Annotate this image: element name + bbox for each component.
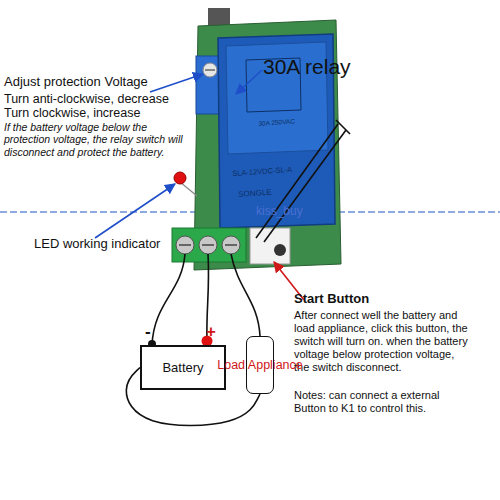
leader-arrow [95,184,175,238]
polarity-sign: - [145,322,165,342]
wire [152,254,185,345]
terminal-block [172,228,246,262]
leader-arrow [236,70,262,94]
polarity-sign: + [206,322,226,342]
body-note: If the battery voltage below the protect… [4,121,184,158]
load-box: Load Appliance [246,336,274,394]
node-label: Load Appliance [217,358,303,372]
body-note: Notes: can connect a external Button to … [294,389,470,415]
watermark-line [318,211,500,213]
instruction-note: Turn anti-clockwise, decrease [4,92,214,107]
part-name: 30A relay [263,55,393,80]
leader-arrow [150,74,203,92]
node-label: Battery [162,360,203,375]
wire [231,254,260,336]
part-name: LED working indicator [34,236,204,251]
k1-wire [264,130,346,242]
body-note: After connect well the battery and load … [294,309,470,374]
heading-note: Adjust protection Voltage [4,74,214,89]
battery-box: Battery [140,345,226,390]
trim-screw [203,63,217,77]
led [174,172,186,184]
instruction-note: Turn clockwise, increase [4,106,214,121]
watermark: kiss_buy [256,204,326,218]
part-name: Start Button [294,291,454,306]
k1-wire [256,124,338,238]
